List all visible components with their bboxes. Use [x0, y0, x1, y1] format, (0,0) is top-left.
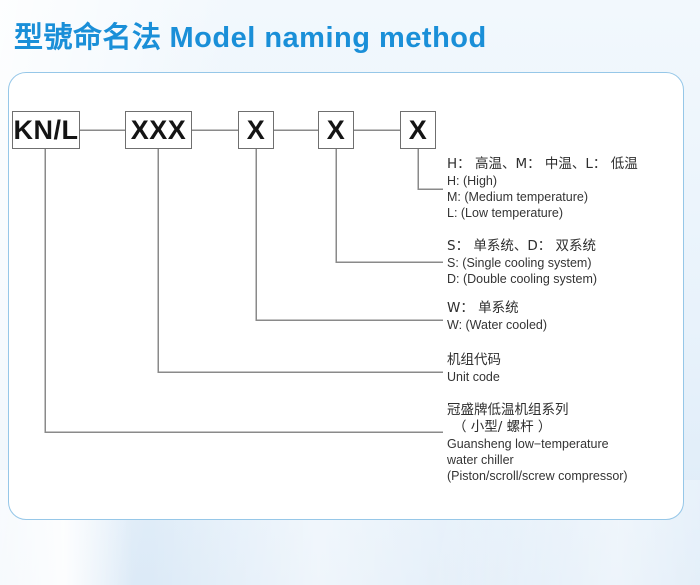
code-box-series: KN/L — [12, 111, 80, 149]
legend-series-name: 冠盛牌低温机组系列 （ 小型/ 螺杆 ） Guansheng low−tempe… — [447, 402, 628, 484]
code-box-temperature-grade: X — [400, 111, 436, 149]
legend-line-cn: 冠盛牌低温机组系列 — [447, 402, 569, 418]
legend-line-en: D: (Double cooling system) — [447, 272, 598, 286]
legend-line-cn: S： 单系统、D： 双系统 — [447, 238, 597, 254]
legend-unit-code: 机组代码 Unit code — [447, 352, 501, 385]
legend-line-en: water chiller — [447, 453, 514, 467]
legend-line-cn: H： 高温、M： 中温、L： 低温 — [447, 156, 638, 172]
legend-line-en: (Piston/scroll/screw compressor) — [447, 469, 628, 483]
legend-temperature-grade: H： 高温、M： 中温、L： 低温 H: (High) M: (Medium t… — [447, 156, 638, 221]
code-box-unit-code: XXX — [125, 111, 192, 149]
page-title-english: Model naming method — [169, 22, 487, 54]
legend-cooling-system-count: S： 单系统、D： 双系统 S: (Single cooling system)… — [447, 238, 597, 287]
legend-line-en: H: (High) — [447, 174, 498, 188]
code-box-system-count: X — [318, 111, 354, 149]
legend-line-cn: 机组代码 — [447, 352, 501, 368]
legend-line-en: Unit code — [447, 370, 500, 384]
legend-line-en: Guansheng low−temperature — [447, 437, 609, 451]
code-box-cooling-method: X — [238, 111, 274, 149]
legend-line-en: M: (Medium temperature) — [447, 190, 589, 204]
legend-line-en: S: (Single cooling system) — [447, 256, 592, 270]
legend-cooling-method: W： 单系统 W: (Water cooled) — [447, 300, 547, 333]
legend-line-cn: W： 单系统 — [447, 300, 519, 316]
legend-line-cn: （ 小型/ 螺杆 ） — [453, 419, 552, 435]
page-title-chinese: 型號命名法 — [14, 20, 162, 54]
legend-line-en: L: (Low temperature) — [447, 206, 564, 220]
legend-line-en: W: (Water cooled) — [447, 318, 548, 332]
